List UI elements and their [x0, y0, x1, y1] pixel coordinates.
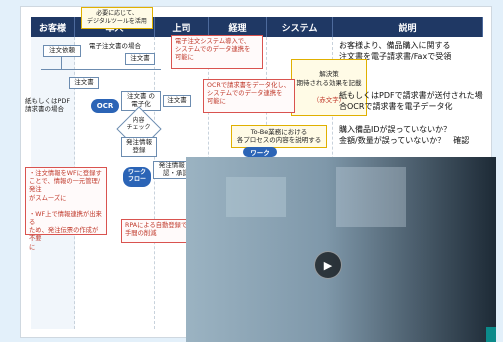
video-frame-placeholder — [186, 157, 496, 342]
order-doc-box-3: 注文書 — [163, 95, 191, 107]
ocr-system-note: OCRで請求書をデータ化し、 システムでのデータ連携を 可能に — [203, 79, 295, 113]
wf-note: ・注文情報をWFに登録す ことで、情報の一元管理/発注 がスムーズに ・WF上で… — [25, 167, 107, 251]
flow-arrow — [61, 57, 62, 69]
play-button[interactable]: ▶ — [314, 251, 342, 279]
play-icon: ▶ — [323, 258, 333, 272]
side-tab[interactable] — [486, 327, 496, 342]
header-system: システム — [267, 17, 333, 37]
ec-case-label: 電子注文書の場合 — [89, 42, 141, 50]
order-doc-box: 注文書 — [125, 53, 155, 65]
solution-red-text: （赤文字） — [312, 95, 346, 104]
content-check-label: 内容 チェック — [126, 117, 151, 131]
header-boss: 上司 — [155, 17, 209, 37]
digital-tool-note: 必要に応じて、 デジタルツールを活用 — [81, 7, 153, 29]
ocr-label: OCR — [91, 99, 119, 113]
workflow-pill: ワーク フロー — [123, 167, 151, 187]
workflow-pill-2: ワーク — [243, 147, 277, 157]
column-self — [75, 37, 155, 329]
flow-arrow — [41, 69, 161, 70]
video-player[interactable]: ▶ — [186, 157, 496, 342]
order-register-box: 発注情報 登録 — [121, 137, 157, 157]
desc-row2: 紙もしくはPDFで請求書が送付された場 合OCRで請求書を電子データ化 — [339, 91, 483, 111]
paper-pdf-label: 紙もしくはPDF 請求書の場合 — [25, 97, 71, 114]
order-request-box: 注文依頼 — [43, 45, 81, 57]
solution-text: 解決策 期待される効果を記載 — [296, 70, 362, 87]
video-frame — [186, 157, 496, 342]
desc-row1: お客様より、備品購入に関する 注文書を電子請求書/Faxで受領 — [339, 41, 452, 61]
ec-system-note: 電子注文システム導入で、 システムでのデータ連携を 可能に — [171, 35, 263, 69]
header-customer: お客様 — [31, 17, 75, 37]
order-doc-box-2: 注文書 — [69, 77, 99, 89]
header-description: 説明 — [333, 17, 483, 37]
desc-row3: 購入備品IDが誤っていないか？ 金額/数量が誤っていないか？ 確認 — [339, 125, 470, 145]
tobe-note: To-Be業務における 各プロセスの内容を説明する — [231, 125, 327, 148]
solution-note: 解決策 期待される効果を記載 （赤文字） — [291, 59, 367, 116]
header-accounting: 経理 — [209, 17, 267, 37]
